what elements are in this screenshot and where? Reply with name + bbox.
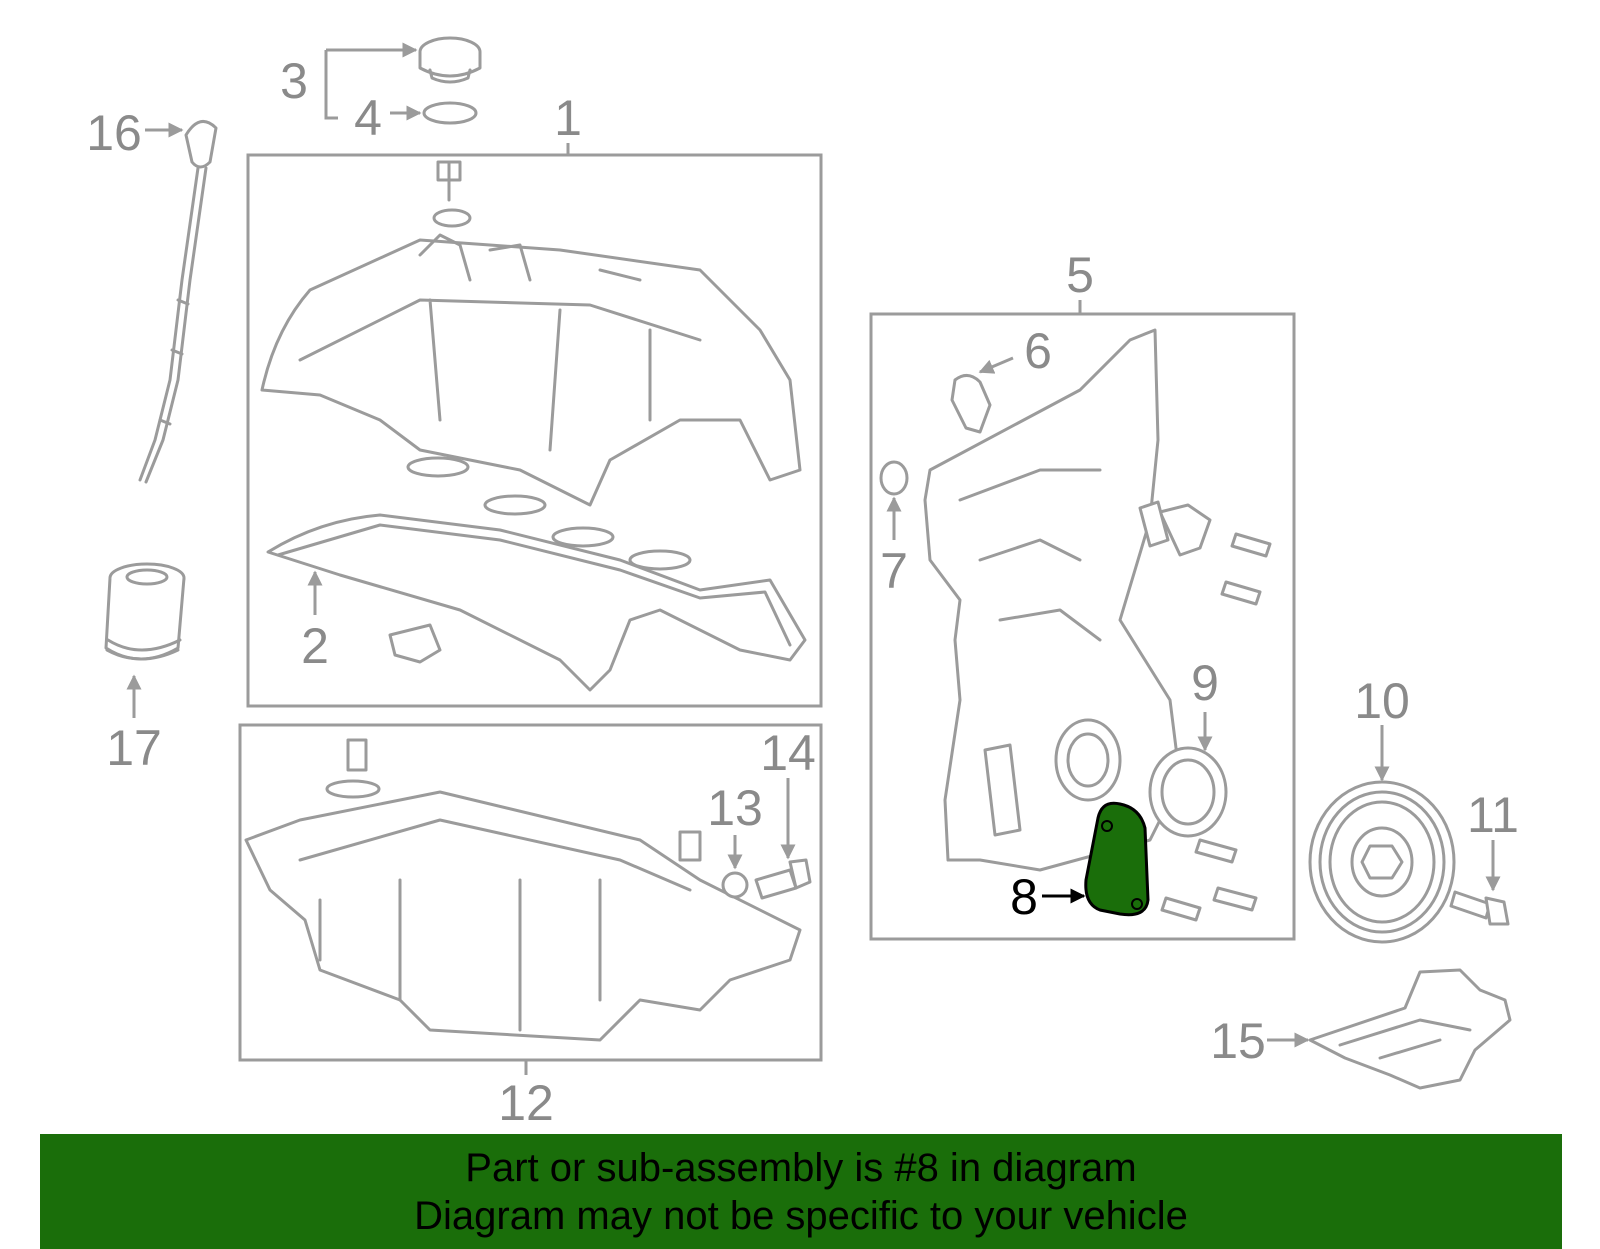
banner-line-2: Diagram may not be specific to your vehi… (414, 1194, 1188, 1238)
callout-9: 9 (1191, 655, 1219, 711)
callout-2: 2 (301, 618, 329, 674)
callout-11: 11 (1467, 787, 1519, 843)
oil-filter (104, 562, 186, 661)
callout-3: 3 (280, 53, 308, 109)
leader-6 (978, 356, 1014, 374)
group-box-1 (246, 153, 823, 708)
drain-plug-washer (721, 871, 749, 899)
oil-pan (244, 738, 802, 1042)
callout-8: 8 (1010, 869, 1038, 925)
callout-12: 12 (498, 1075, 554, 1131)
bracket-3-4 (324, 50, 338, 120)
oil-dipstick (138, 119, 218, 484)
callout-1: 1 (554, 90, 582, 146)
case-gasket-6 (950, 374, 992, 434)
info-banner: Part or sub-assembly is #8 in diagram Di… (40, 1134, 1562, 1249)
callout-7: 7 (880, 543, 908, 599)
crankshaft-front-oil-seal (1148, 746, 1228, 838)
filler-cap-o-ring (422, 101, 478, 125)
pulley-bolt (1449, 890, 1510, 926)
callout-15: 15 (1210, 1013, 1266, 1069)
callout-16: 16 (86, 105, 142, 161)
callout-4: 4 (354, 90, 382, 146)
case-o-ring-7 (879, 460, 909, 496)
head-cover-gasket (266, 456, 807, 692)
callout-10: 10 (1354, 673, 1410, 729)
highlighted-part-8[interactable] (1084, 801, 1150, 917)
callout-6: 6 (1024, 323, 1052, 379)
callout-5: 5 (1066, 247, 1094, 303)
crankshaft-pulley (1308, 780, 1456, 944)
callout-14: 14 (760, 725, 816, 781)
oil-drain-bolt (754, 858, 812, 900)
callout-17: 17 (106, 720, 162, 776)
case-bolts (1138, 500, 1272, 922)
cylinder-head-cover (260, 160, 802, 507)
callout-13: 13 (707, 780, 763, 836)
baffle-plate (1308, 968, 1512, 1090)
banner-line-1: Part or sub-assembly is #8 in diagram (465, 1146, 1137, 1190)
oil-filler-cap (418, 36, 482, 84)
timing-chain-case (923, 328, 1182, 872)
group-box-12 (238, 723, 823, 1062)
group-box-5 (869, 312, 1296, 941)
